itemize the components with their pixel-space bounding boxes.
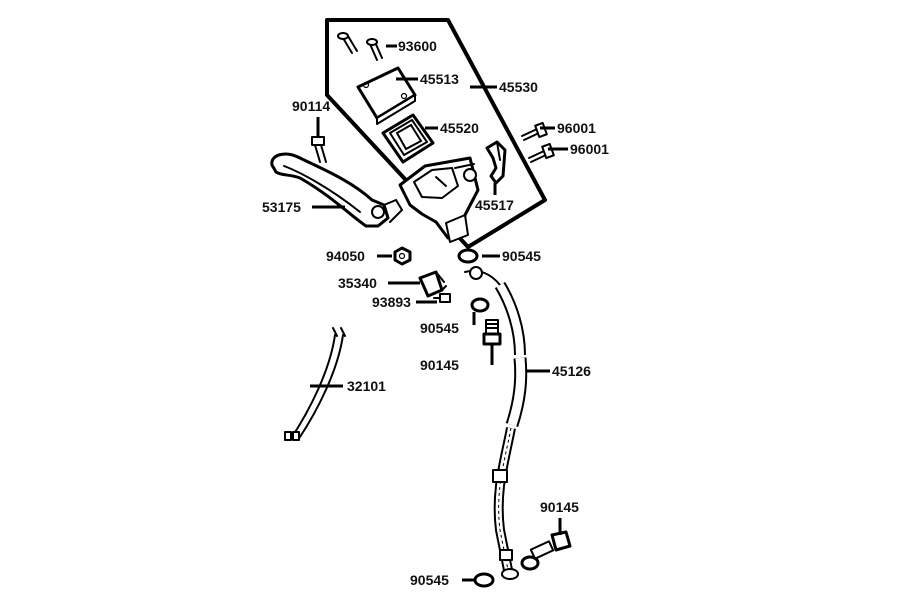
part-label-45126: 45126 xyxy=(552,363,591,379)
part-label-94050: 94050 xyxy=(326,248,365,264)
sealing-washer-top-drawing xyxy=(457,248,479,264)
master-cylinder-body-drawing xyxy=(398,156,480,243)
part-label-45513: 45513 xyxy=(420,71,459,87)
reservoir-cap-screws-drawing xyxy=(337,32,383,61)
part-label-90145-lower: 90145 xyxy=(540,499,579,515)
part-label-90114: 90114 xyxy=(292,98,330,114)
banjo-bolt-upper-drawing xyxy=(482,319,502,346)
handlebar-clamp-drawing xyxy=(485,140,507,185)
part-number-labels: 93600 45513 45530 45520 90114 96001 9600… xyxy=(262,38,609,588)
part-label-45520: 45520 xyxy=(440,120,479,136)
banjo-bolt-lower-drawing xyxy=(529,530,572,560)
leader-lines xyxy=(310,44,568,582)
switch-wire-harness-drawing xyxy=(284,327,346,441)
part-label-35340: 35340 xyxy=(338,275,377,291)
part-label-32101: 32101 xyxy=(347,378,386,394)
part-label-90145-upper: 90145 xyxy=(420,357,459,373)
brake-lever-drawing xyxy=(270,152,404,228)
part-label-90545-top: 90545 xyxy=(502,248,541,264)
brake-hose-drawing xyxy=(464,266,528,580)
master-cylinder-kit-outline xyxy=(325,18,547,249)
lever-pivot-bolt-drawing xyxy=(311,136,327,163)
switch-screw-drawing xyxy=(433,293,451,303)
part-label-96001-upper: 96001 xyxy=(557,120,596,136)
part-label-53175: 53175 xyxy=(262,199,301,215)
clamp-bolts-drawing xyxy=(521,121,555,163)
brake-light-switch-drawing xyxy=(418,270,447,298)
reservoir-diaphragm-drawing xyxy=(381,113,435,164)
part-label-96001-lower: 96001 xyxy=(570,141,609,157)
part-label-90545-mid: 90545 xyxy=(420,320,459,336)
pivot-nut-drawing xyxy=(393,246,412,266)
part-label-45530: 45530 xyxy=(499,79,538,95)
part-label-45517: 45517 xyxy=(475,197,514,213)
reservoir-cap-drawing xyxy=(356,66,417,125)
part-label-93893: 93893 xyxy=(372,294,411,310)
part-label-90545-bottom: 90545 xyxy=(410,572,449,588)
sealing-washer-mid-drawing xyxy=(470,297,490,313)
part-label-93600: 93600 xyxy=(398,38,437,54)
